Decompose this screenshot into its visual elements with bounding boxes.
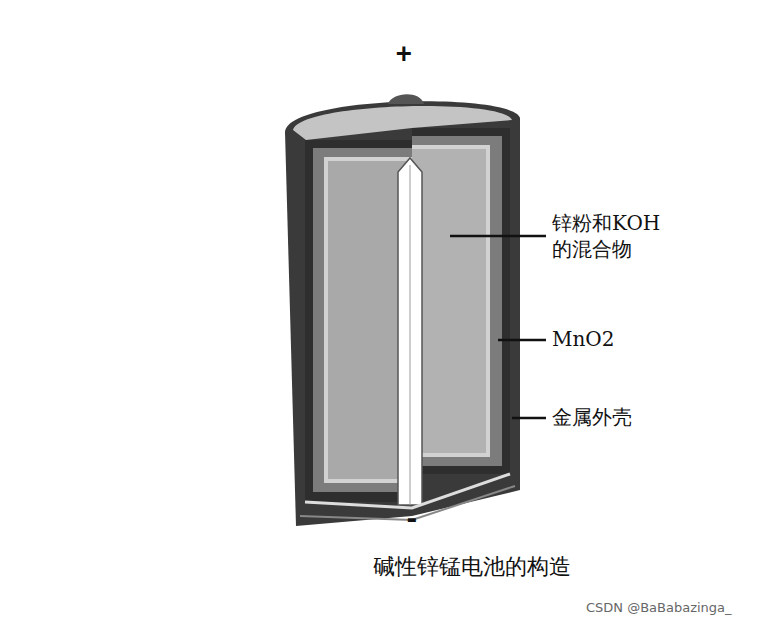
- leader-line: [498, 339, 546, 342]
- positive-terminal: [388, 94, 424, 104]
- leader-line: [512, 417, 546, 420]
- polarity-sign: -: [404, 506, 420, 532]
- current-collector: [398, 158, 422, 505]
- shell-section: [305, 140, 412, 502]
- part-label: 金属外壳: [552, 404, 632, 430]
- mno2-section: [313, 148, 412, 492]
- leader-line: [450, 235, 546, 238]
- zinc-gel: [412, 149, 486, 453]
- separator: [412, 145, 490, 457]
- watermark: CSDN @BaBabazinga_: [586, 600, 732, 615]
- collector-edge: [410, 165, 411, 505]
- mno2-section: [412, 136, 502, 466]
- part-label: MnO2: [552, 326, 614, 352]
- shell-section: [412, 128, 510, 474]
- bottom-seal: [305, 474, 510, 508]
- polarity-sign: +: [396, 40, 412, 66]
- part-label: 锌粉和KOH 的混合物: [552, 210, 664, 262]
- figure-caption: 碱性锌锰电池的构造: [373, 552, 571, 582]
- battery-shell: [285, 101, 520, 526]
